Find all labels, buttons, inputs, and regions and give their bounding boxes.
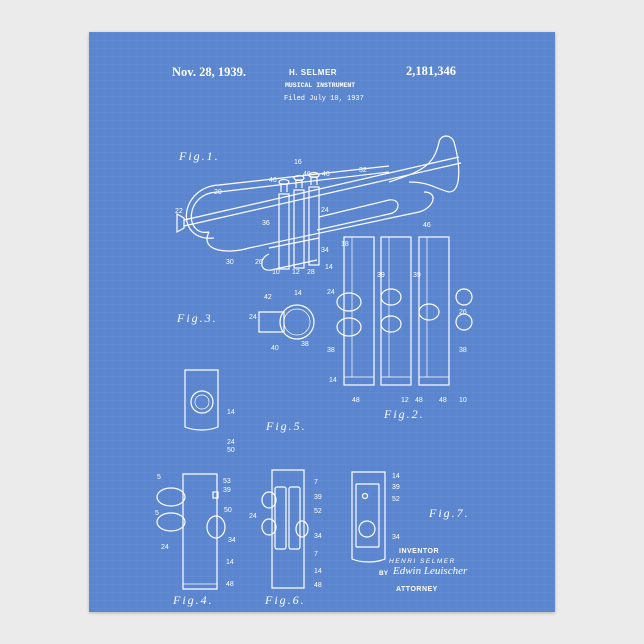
svg-text:48: 48 bbox=[352, 397, 360, 404]
svg-text:30: 30 bbox=[226, 259, 234, 266]
by-label: BY bbox=[379, 570, 388, 577]
svg-text:52: 52 bbox=[314, 508, 322, 515]
svg-text:34: 34 bbox=[314, 533, 322, 540]
svg-text:12: 12 bbox=[401, 397, 409, 404]
svg-text:20: 20 bbox=[214, 189, 222, 196]
svg-text:12: 12 bbox=[292, 269, 300, 276]
fig7-callout: 14 bbox=[392, 473, 400, 480]
svg-text:28: 28 bbox=[307, 269, 315, 276]
fig3-label: Fig.3. bbox=[176, 311, 218, 325]
svg-text:24: 24 bbox=[249, 314, 257, 321]
svg-text:46: 46 bbox=[423, 222, 431, 229]
fig2-label: Fig.2. bbox=[383, 407, 425, 421]
svg-text:39: 39 bbox=[314, 494, 322, 501]
svg-text:40: 40 bbox=[271, 345, 279, 352]
svg-text:39: 39 bbox=[377, 272, 385, 279]
patent-title: MUSICAL INSTRUMENT bbox=[285, 82, 355, 89]
blueprint-drawing: 16 46 46 46 32 20 22 24 36 34 18 30 26 1… bbox=[89, 32, 555, 612]
fig6-label: Fig.6. bbox=[264, 593, 306, 607]
svg-text:14: 14 bbox=[294, 290, 302, 297]
svg-text:34: 34 bbox=[321, 247, 329, 254]
svg-text:14: 14 bbox=[226, 559, 234, 566]
svg-text:46: 46 bbox=[269, 177, 277, 184]
fig4-label: Fig.4. bbox=[172, 593, 214, 607]
filed-date: Filed July 10, 1937 bbox=[284, 95, 364, 103]
svg-text:16: 16 bbox=[294, 159, 302, 166]
fig5-callout: 14 bbox=[227, 409, 235, 416]
svg-text:10: 10 bbox=[459, 397, 467, 404]
svg-text:24: 24 bbox=[327, 289, 335, 296]
svg-text:26: 26 bbox=[459, 309, 467, 316]
svg-text:10: 10 bbox=[272, 269, 280, 276]
svg-text:26: 26 bbox=[255, 259, 263, 266]
fig1-label: Fig.1. bbox=[178, 149, 220, 163]
svg-text:38: 38 bbox=[459, 347, 467, 354]
patent-poster: 16 46 46 46 32 20 22 24 36 34 18 30 26 1… bbox=[89, 32, 555, 612]
svg-text:34: 34 bbox=[228, 537, 236, 544]
svg-text:38: 38 bbox=[327, 347, 335, 354]
svg-text:53: 53 bbox=[223, 478, 231, 485]
svg-text:22: 22 bbox=[175, 208, 183, 215]
svg-text:5: 5 bbox=[155, 510, 159, 517]
fig7-callout: 39 bbox=[392, 484, 400, 491]
fig5-label: Fig.5. bbox=[265, 419, 307, 433]
svg-text:5: 5 bbox=[157, 474, 161, 481]
fig5-callout: 24 bbox=[227, 439, 235, 446]
patent-number: 2,181,346 bbox=[406, 64, 456, 79]
patent-date: Nov. 28, 1939. bbox=[172, 65, 246, 80]
svg-text:46: 46 bbox=[322, 171, 330, 178]
svg-text:38: 38 bbox=[301, 341, 309, 348]
svg-text:50: 50 bbox=[224, 507, 232, 514]
svg-text:7: 7 bbox=[314, 479, 318, 486]
inventor-heading: H. SELMER bbox=[289, 68, 337, 77]
svg-text:14: 14 bbox=[325, 264, 333, 271]
svg-text:46: 46 bbox=[303, 171, 311, 178]
svg-text:14: 14 bbox=[314, 568, 322, 575]
grid-background bbox=[89, 32, 555, 612]
svg-text:48: 48 bbox=[314, 582, 322, 589]
svg-text:36: 36 bbox=[262, 220, 270, 227]
attorney-label: ATTORNEY bbox=[396, 586, 438, 593]
svg-text:48: 48 bbox=[415, 397, 423, 404]
attorney-signature: Edwin Leuischer bbox=[393, 565, 467, 577]
inventor-name: HENRI SELMER bbox=[389, 558, 456, 565]
svg-text:48: 48 bbox=[226, 581, 234, 588]
svg-text:32: 32 bbox=[359, 167, 367, 174]
svg-text:24: 24 bbox=[249, 513, 257, 520]
fig7-callout: 52 bbox=[392, 496, 400, 503]
svg-text:24: 24 bbox=[161, 544, 169, 551]
fig5-callout: 50 bbox=[227, 447, 235, 454]
svg-text:14: 14 bbox=[329, 377, 337, 384]
svg-text:39: 39 bbox=[413, 272, 421, 279]
svg-text:18: 18 bbox=[341, 241, 349, 248]
svg-text:24: 24 bbox=[321, 207, 329, 214]
svg-text:7: 7 bbox=[314, 551, 318, 558]
fig7-label: Fig.7. bbox=[428, 506, 470, 520]
svg-text:39: 39 bbox=[223, 487, 231, 494]
fig7-callout: 34 bbox=[392, 534, 400, 541]
svg-text:42: 42 bbox=[264, 294, 272, 301]
svg-text:48: 48 bbox=[439, 397, 447, 404]
inventor-label: INVENTOR bbox=[399, 548, 439, 555]
